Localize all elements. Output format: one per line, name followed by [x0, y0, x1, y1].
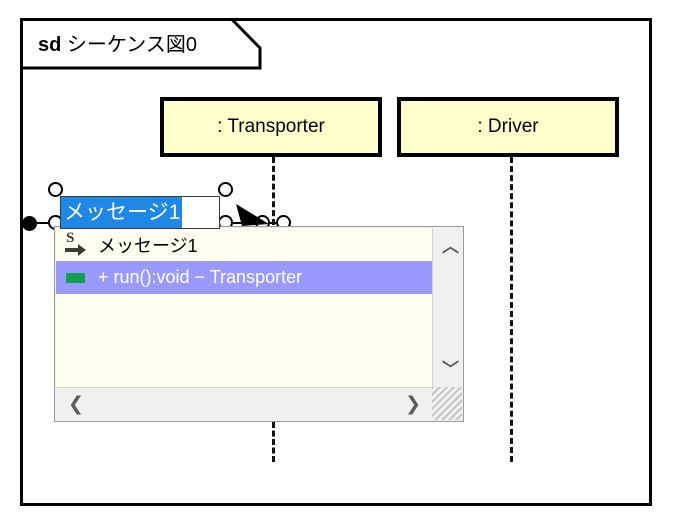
frame-tab-shape — [20, 18, 262, 70]
autocomplete-popup[interactable]: S メッセージ1 + run():void − Transporter ︿ ﹀ … — [54, 226, 464, 422]
selection-handle-top-right[interactable] — [218, 182, 233, 197]
lifeline-stem-driver — [510, 157, 513, 462]
scroll-up-icon[interactable]: ︿ — [442, 237, 459, 256]
lifeline-stem-transporter-lower — [272, 422, 275, 462]
s-glyph: S — [66, 229, 75, 246]
frame-label-tab: sd シーケンス図0 — [20, 18, 265, 70]
list-item-label: + run():void − Transporter — [98, 267, 303, 287]
frame-label-keyword: sd — [38, 34, 62, 56]
horizontal-scrollbar[interactable]: ❮ ❯ — [56, 387, 433, 420]
message-signal-icon: S — [64, 229, 90, 258]
message-name-selected-text[interactable]: メッセージ1 — [61, 197, 183, 228]
list-item[interactable]: S メッセージ1 — [56, 228, 433, 261]
frame-label-name: シーケンス図0 — [66, 34, 198, 56]
message-source-endpoint[interactable] — [22, 216, 37, 231]
selection-handle-top-left[interactable] — [48, 182, 63, 197]
lifeline-label-driver: : Driver — [477, 116, 539, 137]
message-name-input[interactable]: メッセージ1 — [60, 196, 220, 229]
arrow-shaft — [65, 247, 79, 252]
lifeline-label-transporter: : Transporter — [217, 116, 325, 137]
list-item-label: メッセージ1 — [98, 235, 198, 256]
operation-green-icon — [64, 265, 90, 291]
lifeline-head-transporter[interactable]: : Transporter — [160, 97, 382, 157]
resize-grip[interactable] — [432, 387, 462, 420]
autocomplete-list[interactable]: S メッセージ1 + run():void − Transporter — [56, 228, 433, 388]
lifeline-head-driver[interactable]: : Driver — [397, 97, 619, 157]
scroll-right-icon[interactable]: ❯ — [405, 394, 421, 415]
frame-label-text: sd シーケンス図0 — [38, 28, 197, 57]
scroll-left-icon[interactable]: ❮ — [68, 394, 84, 415]
arrow-head — [78, 243, 86, 256]
green-box — [66, 272, 85, 283]
list-item-selected[interactable]: + run():void − Transporter — [56, 261, 433, 294]
lifeline-stem-transporter — [272, 157, 275, 225]
vertical-scrollbar[interactable]: ︿ ﹀ — [432, 228, 462, 388]
scroll-down-icon[interactable]: ﹀ — [442, 360, 459, 379]
